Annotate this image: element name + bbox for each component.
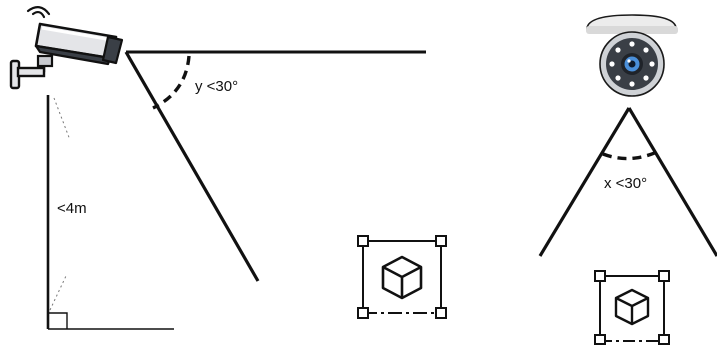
dome-camera-icon xyxy=(586,14,678,97)
3d-object-icon-right xyxy=(594,270,670,345)
angle-y-label: y <30° xyxy=(195,78,239,95)
angle-y-lines xyxy=(124,50,426,282)
right-angle-marker xyxy=(48,312,68,329)
bullet-camera-icon xyxy=(9,6,124,90)
angle-x-label: x <30° xyxy=(604,175,648,192)
3d-object-icon-left xyxy=(357,235,447,319)
angle-x-lines xyxy=(538,107,717,257)
height-label: <4m xyxy=(57,200,87,217)
